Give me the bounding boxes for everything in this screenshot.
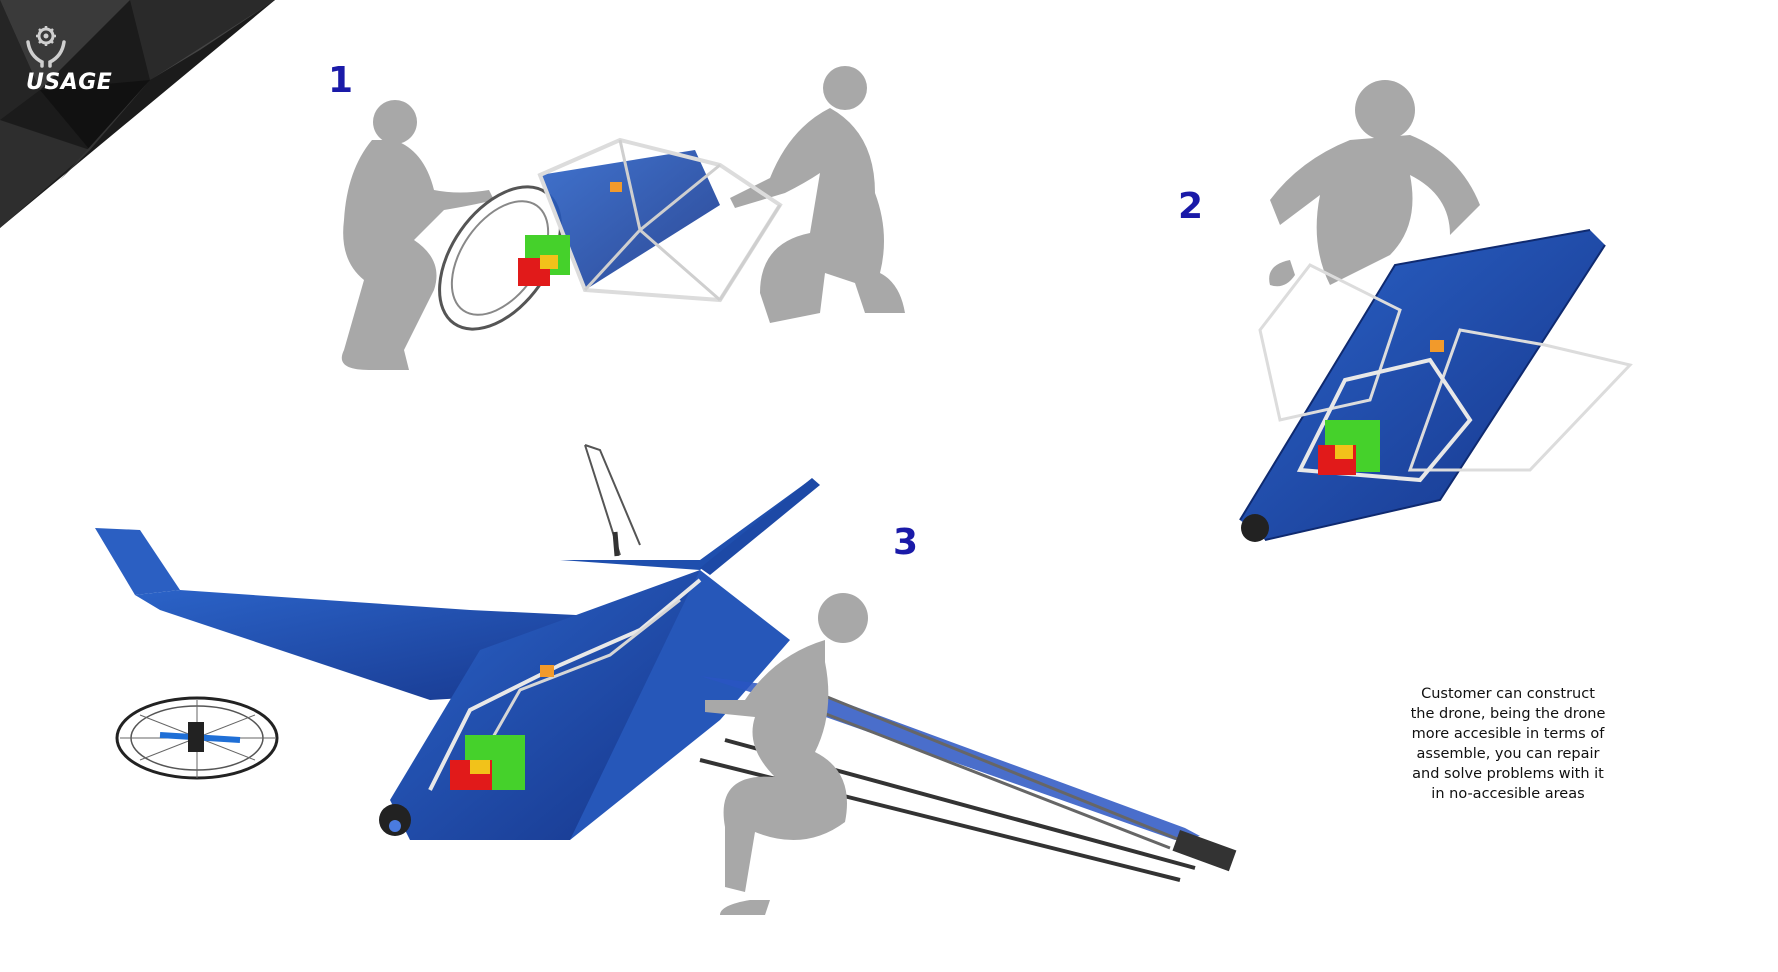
step-number-3: 3 xyxy=(893,522,919,563)
step-number-2: 2 xyxy=(1178,186,1204,227)
step3-drone xyxy=(95,444,820,840)
step1-illustration xyxy=(341,66,905,370)
person-silhouette-left xyxy=(341,100,494,370)
prop-cage-drone xyxy=(115,696,279,780)
usage-corner-banner: USAGE xyxy=(0,0,290,250)
step2-drone xyxy=(1239,229,1633,542)
person-silhouette-standing xyxy=(1269,80,1480,287)
step-number-1: 1 xyxy=(328,60,354,101)
hands-gear-icon xyxy=(22,20,70,68)
step1-drone-frame xyxy=(438,137,783,331)
usage-caption: Customer can construct the drone, being … xyxy=(1410,686,1606,802)
corner-polygon-art xyxy=(0,0,275,228)
step3-illustration xyxy=(95,444,1237,915)
person-silhouette-right xyxy=(730,66,905,323)
usage-title: USAGE xyxy=(26,70,113,95)
person-silhouette-crouching xyxy=(705,593,868,915)
step2-illustration xyxy=(1239,80,1633,542)
